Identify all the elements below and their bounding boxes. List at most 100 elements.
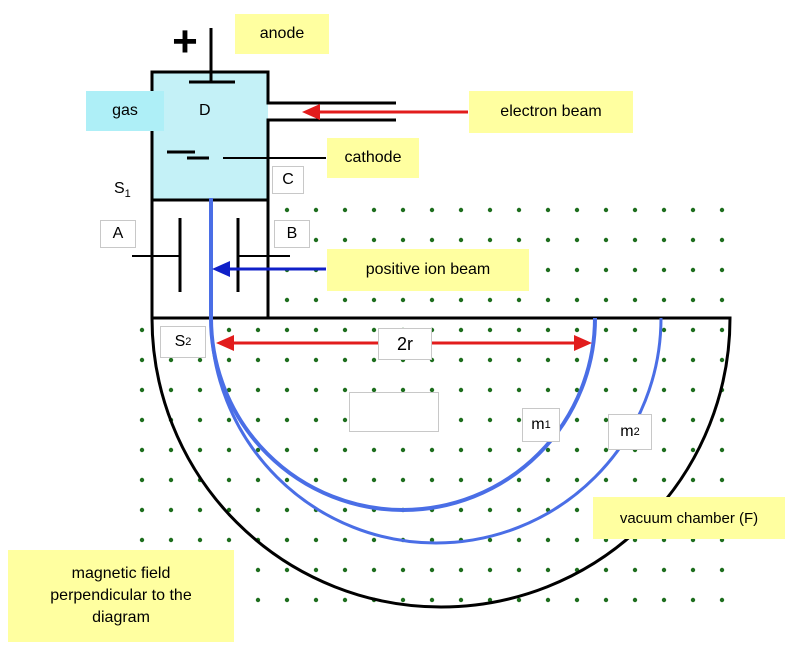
field-dot [545, 267, 551, 273]
magnetic-field-dots [139, 207, 725, 603]
field-dot [661, 357, 667, 363]
chamber-d-label: D [199, 102, 211, 119]
radius-label: 2r [378, 328, 432, 360]
field-dot [139, 537, 145, 543]
slit-s1-letter: S [114, 180, 125, 197]
field-dot [545, 387, 551, 393]
field-dot [719, 447, 725, 453]
field-dot [632, 297, 638, 303]
field-dot [371, 237, 377, 243]
field-dot [342, 597, 348, 603]
field-dot [516, 477, 522, 483]
field-dot [690, 447, 696, 453]
field-dot [371, 567, 377, 573]
field-dot [661, 477, 667, 483]
slit-s2-subscript: 2 [185, 336, 192, 348]
field-dot [516, 207, 522, 213]
field-dot [487, 597, 493, 603]
field-dot [690, 477, 696, 483]
field-dot [661, 567, 667, 573]
field-dot [487, 537, 493, 543]
field-dot [168, 537, 174, 543]
field-dot [516, 447, 522, 453]
field-dot [487, 567, 493, 573]
slit-s1-subscript: 1 [124, 188, 131, 201]
field-dot [255, 507, 261, 513]
field-dot [574, 357, 580, 363]
field-dot [342, 237, 348, 243]
field-dot [371, 537, 377, 543]
field-dot [284, 417, 290, 423]
field-dot [342, 387, 348, 393]
field-dot [313, 327, 319, 333]
field-dot [603, 207, 609, 213]
field-dot [255, 387, 261, 393]
field-dot [429, 477, 435, 483]
field-dot [574, 597, 580, 603]
field-dot [690, 297, 696, 303]
field-dot [516, 327, 522, 333]
field-dot [255, 567, 261, 573]
field-dot [255, 327, 261, 333]
field-dot [255, 417, 261, 423]
anode-label: anode [235, 14, 329, 54]
field-dot [487, 477, 493, 483]
field-dot [429, 237, 435, 243]
field-dot [603, 237, 609, 243]
field-dot [603, 447, 609, 453]
field-dot [284, 297, 290, 303]
field-dot [168, 507, 174, 513]
field-dot [226, 417, 232, 423]
slit-s1-label: S1 [114, 180, 150, 204]
radius-arrowhead-right [574, 335, 592, 351]
field-dot [690, 567, 696, 573]
field-dot [313, 537, 319, 543]
field-dot [284, 447, 290, 453]
field-dot [603, 327, 609, 333]
field-dot [487, 387, 493, 393]
field-dot [197, 417, 203, 423]
field-dot [342, 567, 348, 573]
field-dot [661, 417, 667, 423]
field-dot [603, 267, 609, 273]
field-dot [139, 507, 145, 513]
field-dot [603, 387, 609, 393]
field-dot [574, 477, 580, 483]
field-dot [429, 567, 435, 573]
field-dot [226, 357, 232, 363]
plate-a-label: A [100, 220, 136, 248]
field-dot [168, 447, 174, 453]
field-dot [226, 387, 232, 393]
vacuum-chamber-label: vacuum chamber (F) [593, 497, 785, 539]
field-dot [400, 567, 406, 573]
field-dot [139, 477, 145, 483]
field-dot [690, 267, 696, 273]
field-dot [458, 297, 464, 303]
field-dot [400, 477, 406, 483]
field-dot [516, 297, 522, 303]
ionization-chamber [152, 72, 268, 200]
electron-beam-arrowhead [302, 104, 320, 120]
field-dot [487, 297, 493, 303]
field-dot [255, 597, 261, 603]
field-dot [632, 387, 638, 393]
field-dot [545, 477, 551, 483]
field-dot [371, 447, 377, 453]
field-dot [284, 477, 290, 483]
field-dot [632, 567, 638, 573]
field-dot [313, 237, 319, 243]
field-dot [342, 327, 348, 333]
field-dot [371, 387, 377, 393]
field-dot [458, 597, 464, 603]
field-dot [574, 417, 580, 423]
plate-c-label: C [272, 166, 304, 194]
field-dot [168, 357, 174, 363]
field-dot [313, 477, 319, 483]
field-dot [603, 477, 609, 483]
field-dot [719, 207, 725, 213]
field-dot [516, 387, 522, 393]
field-dot [226, 447, 232, 453]
field-dot [545, 357, 551, 363]
